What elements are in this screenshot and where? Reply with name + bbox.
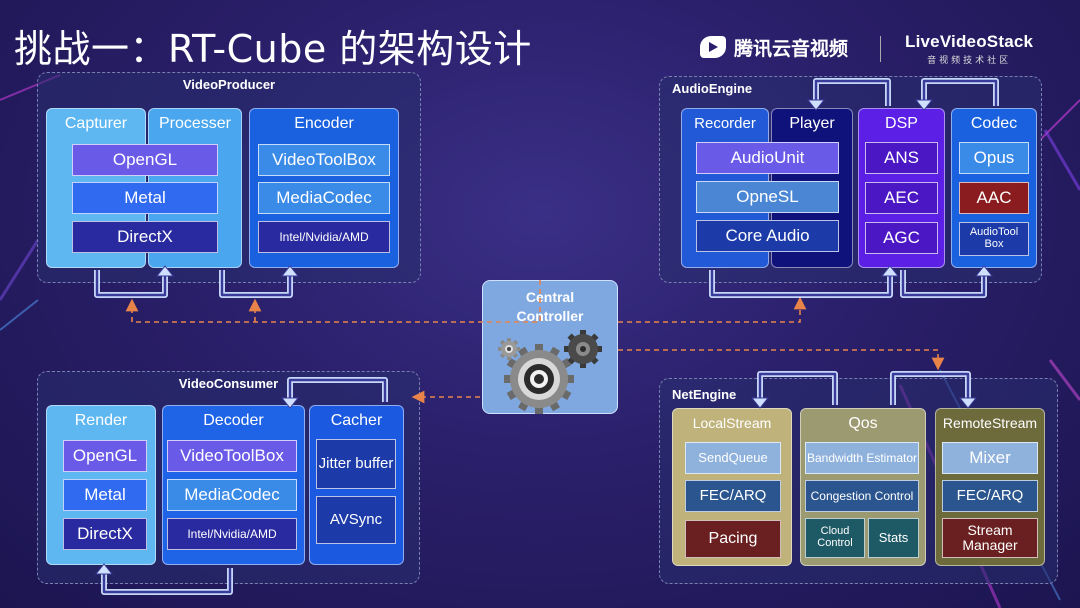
connector-to-videoproducer bbox=[125, 280, 541, 323]
dsp-item-aec: AEC bbox=[865, 182, 938, 214]
flow-arrowhead bbox=[958, 397, 978, 409]
cacher-item-avsync: AVSync bbox=[316, 496, 396, 544]
cacher-label: Cacher bbox=[330, 412, 383, 429]
qos-label: Qos bbox=[848, 415, 878, 432]
livevideostack-logo-subtext: 音视频技术社区 bbox=[927, 55, 1012, 65]
local-item-sendqueue: SendQueue bbox=[685, 442, 781, 474]
tencent-logo: 腾讯云音视频 bbox=[700, 30, 848, 64]
audio-engine-title: AudioEngine bbox=[672, 81, 753, 96]
encoder-item-mediacodec: MediaCodec bbox=[258, 182, 390, 214]
flow-arrowhead bbox=[94, 563, 114, 575]
qos-item-stats: Stats bbox=[868, 518, 919, 558]
central-controller: Central Controller bbox=[482, 280, 618, 414]
central-label-line1: Central bbox=[525, 289, 575, 305]
video-consumer-title: VideoConsumer bbox=[178, 376, 279, 391]
render-item-opengl: OpenGL bbox=[63, 440, 147, 472]
qos-item-cloud-control: Cloud Control bbox=[805, 518, 865, 558]
flow-arrowhead bbox=[974, 265, 994, 277]
flow-processer-to-encoder bbox=[219, 270, 293, 298]
flow-arrowhead bbox=[280, 397, 300, 409]
encoder-item-intel-nvidia-amd: Intel/Nvidia/AMD bbox=[258, 221, 390, 253]
remote-item-fec-arq: FEC/ARQ bbox=[942, 480, 1038, 512]
audio-item-opnesl: OpneSL bbox=[696, 181, 839, 213]
player-label: Player bbox=[789, 115, 835, 132]
decoder-item-videotoolbox: VideoToolBox bbox=[167, 440, 297, 472]
local-stream-label: LocalStream bbox=[692, 415, 772, 431]
flow-cacher-to-decoder bbox=[287, 377, 388, 402]
gears-icon bbox=[498, 330, 602, 414]
decoder-label: Decoder bbox=[203, 412, 264, 429]
flow-decoder-to-render bbox=[101, 568, 233, 595]
livevideostack-logo: LiveVideoStack 音视频技术社区 bbox=[905, 32, 1033, 66]
render-item-metal: Metal bbox=[63, 479, 147, 511]
local-item-fec-arq: FEC/ARQ bbox=[685, 480, 781, 512]
flow-dsp-to-player bbox=[813, 78, 891, 106]
net-engine-title: NetEngine bbox=[672, 387, 737, 402]
flow-arrowhead bbox=[750, 397, 770, 409]
tencent-logo-text: 腾讯云音视频 bbox=[734, 37, 849, 60]
play-logo-icon bbox=[700, 36, 726, 58]
central-controller-label: Central Controller bbox=[483, 288, 617, 326]
flow-qos-to-local bbox=[757, 371, 838, 405]
decoder-item-mediacodec: MediaCodec bbox=[167, 479, 297, 511]
processer-item-opengl: OpenGL bbox=[72, 144, 218, 176]
processer-item-metal: Metal bbox=[72, 182, 218, 214]
dsp-item-ans: ANS bbox=[865, 142, 938, 174]
encoder-label: Encoder bbox=[294, 115, 354, 132]
codec-item-audiotoolbox: AudioTool Box bbox=[959, 222, 1029, 256]
qos-item-bandwidth-estimator: Bandwidth Estimator bbox=[805, 442, 919, 474]
flow-arrowhead bbox=[806, 99, 826, 111]
codec-item-aac: AAC bbox=[959, 182, 1029, 214]
audio-item-core-audio: Core Audio bbox=[696, 220, 839, 252]
remote-item-mixer: Mixer bbox=[942, 442, 1038, 474]
connector-to-netengine bbox=[618, 349, 945, 371]
decoder-item-intel-nvidia-amd: Intel/Nvidia/AMD bbox=[167, 518, 297, 550]
central-label-line2: Controller bbox=[516, 307, 584, 324]
flow-arrowhead bbox=[914, 99, 934, 111]
capturer-label: Capturer bbox=[64, 115, 128, 132]
logo-divider bbox=[880, 36, 881, 62]
flow-recorder-to-dsp bbox=[709, 270, 893, 298]
flow-dsp-to-codec bbox=[900, 270, 987, 298]
connector-to-audioengine bbox=[618, 296, 807, 323]
cacher-item-jitter-buffer: Jitter buffer bbox=[316, 439, 396, 489]
flow-qos-to-remote bbox=[890, 371, 971, 405]
dsp-item-agc: AGC bbox=[865, 222, 938, 254]
codec-item-opus: Opus bbox=[959, 142, 1029, 174]
livevideostack-logo-text: LiveVideoStack bbox=[905, 32, 1034, 51]
render-label: Render bbox=[74, 412, 128, 429]
video-producer-title: VideoProducer bbox=[182, 77, 276, 92]
codec-label: Codec bbox=[970, 115, 1018, 132]
render-item-directx: DirectX bbox=[63, 518, 147, 550]
flow-arrowhead bbox=[155, 265, 175, 277]
flow-arrowhead bbox=[280, 265, 300, 277]
processer-item-directx: DirectX bbox=[72, 221, 218, 253]
local-item-pacing: Pacing bbox=[685, 520, 781, 558]
processer-label: Processer bbox=[158, 115, 232, 132]
remote-stream-label: RemoteStream bbox=[942, 415, 1038, 431]
page-title: 挑战一：RT-Cube 的架构设计 bbox=[14, 27, 532, 71]
remote-item-stream-manager: Stream Manager bbox=[942, 518, 1038, 558]
encoder-item-videotoolbox: VideoToolBox bbox=[258, 144, 390, 176]
flow-capturer-to-processer bbox=[94, 270, 168, 298]
flow-arrowhead bbox=[880, 265, 900, 277]
dsp-label: DSP bbox=[885, 115, 918, 132]
qos-item-congestion-control: Congestion Control bbox=[805, 480, 919, 512]
flow-codec-to-dsp bbox=[921, 78, 999, 106]
audio-item-audiounit: AudioUnit bbox=[696, 142, 839, 174]
recorder-label: Recorder bbox=[694, 115, 756, 132]
